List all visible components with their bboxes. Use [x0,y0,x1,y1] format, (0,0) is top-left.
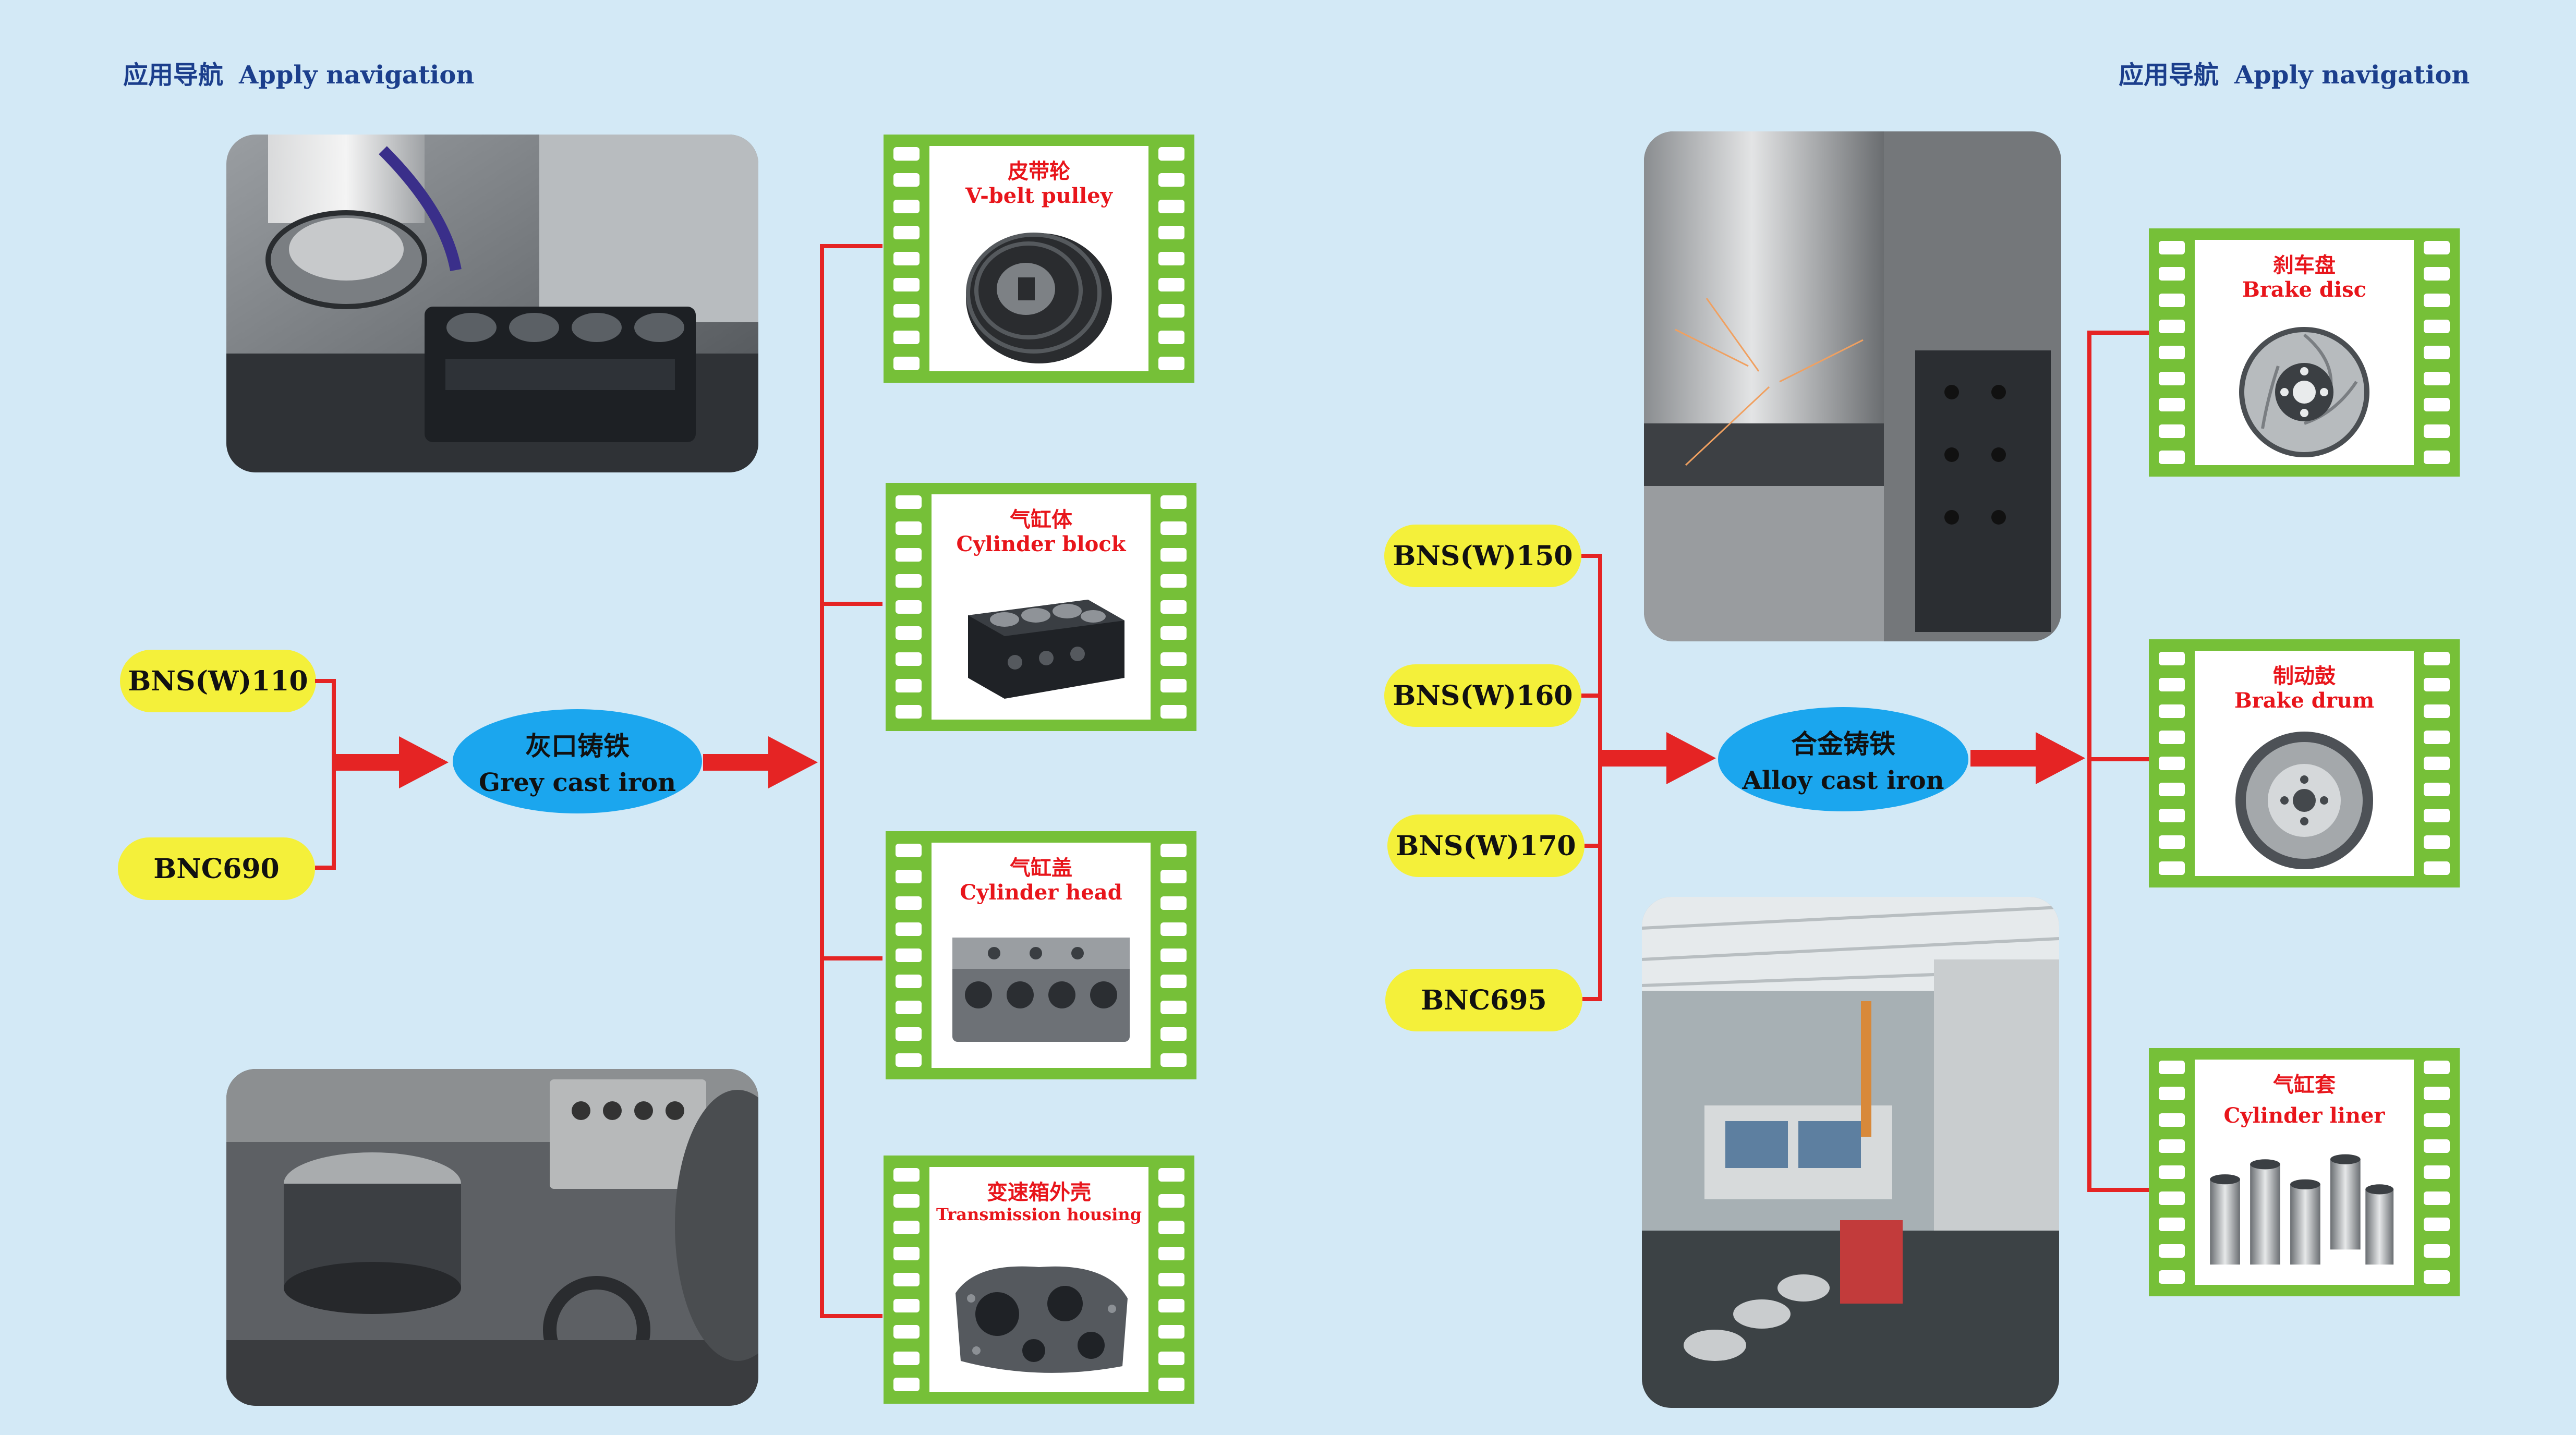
material-en: Alloy cast iron [1742,766,1944,795]
arrow-right-icon [1601,732,1716,784]
nav-title-right: 应用导航 Apply navigation [2119,54,2470,91]
grade-pill-bnsw170: BNS(W)170 [1387,814,1585,877]
material-en: Grey cast iron [478,768,676,797]
nav-title-left-cn: 应用导航 [123,60,224,90]
grade-pill-bnsw160: BNS(W)160 [1384,664,1581,727]
engine-block-icon [968,600,1124,699]
nav-title-left: 应用导航 Apply navigation [123,54,474,91]
branch-line [820,1314,882,1318]
grade-pill-bnsw110: BNS(W)110 [120,650,316,712]
grade-pill-bnc695: BNC695 [1385,969,1582,1031]
connector-line [1581,694,1602,698]
product-cn: 制动鼓 [2273,664,2336,688]
grade-pill-bnc690: BNC690 [118,837,315,900]
connector-line [1585,844,1602,848]
material-ellipse-alloy-cast-iron: 合金铸铁 Alloy cast iron [1718,707,1968,811]
nav-title-right-en: Apply navigation [2234,60,2470,90]
pulley-icon [966,233,1112,363]
branch-line [820,244,882,248]
product-card-transmission-housing: 变速箱外壳 Transmission housing [884,1156,1194,1404]
product-cn: 气缸盖 [1010,856,1072,880]
product-cn: 刹车盘 [2273,253,2336,277]
brake-drum-icon [2235,732,2373,869]
product-cn: 变速箱外壳 [987,1181,1091,1205]
connector-line [1598,554,1602,1001]
product-cn: 皮带轮 [1008,160,1070,184]
sparks-photo-icon [1644,131,2061,641]
branch-line [2087,757,2150,761]
product-en: Cylinder head [960,880,1122,905]
branch-line [820,956,882,960]
product-card-cylinder-block: 气缸体 Cylinder block [886,483,1196,731]
product-en: Brake disc [2242,277,2366,302]
connector-line [1582,997,1602,1001]
nav-title-right-cn: 应用导航 [2119,60,2219,90]
liner-icon [2210,1154,2394,1265]
branch-line [2087,331,2150,335]
milling-machine-photo [226,135,758,472]
factory-photo-icon [1642,897,2059,1408]
product-card-brake-disc: 刹车盘 Brake disc [2149,228,2460,477]
arrow-right-icon [703,736,818,788]
factory-floor-photo [1642,897,2059,1408]
material-cn: 灰口铸铁 [525,731,630,761]
material-cn: 合金铸铁 [1791,729,1895,759]
milling-photo-icon [226,135,758,472]
connector-line [315,679,336,683]
brake-disc-icon [2239,327,2369,457]
product-cn: 气缸体 [1010,508,1072,532]
branch-trunk-line [2087,331,2091,1192]
lathe-photo-icon [226,1069,758,1406]
nav-title-left-en: Apply navigation [239,60,475,90]
product-card-cylinder-head: 气缸盖 Cylinder head [886,831,1196,1079]
connector-line [315,866,336,870]
cylinder-head-icon [952,938,1130,1042]
product-cn: 气缸套 [2273,1073,2336,1097]
grade-pill-bnsw150: BNS(W)150 [1384,525,1581,587]
branch-line [820,602,882,606]
branch-line [2087,1188,2150,1192]
product-en: Cylinder liner [2223,1103,2385,1128]
branch-trunk-line [820,244,824,1318]
product-en: Brake drum [2234,688,2375,713]
lathe-photo [226,1069,758,1406]
arrow-right-icon [1970,732,2085,784]
product-card-cylinder-liner: 气缸套 Cylinder liner [2149,1048,2460,1296]
product-en: Transmission housing [936,1205,1142,1224]
connector-line [332,679,336,870]
gearbox-icon [956,1266,1128,1373]
material-ellipse-grey-cast-iron: 灰口铸铁 Grey cast iron [453,709,702,813]
product-card-v-belt-pulley: 皮带轮 V-belt pulley [884,135,1194,383]
sparks-machining-photo [1644,131,2061,641]
product-card-brake-drum: 制动鼓 Brake drum [2149,639,2460,887]
connector-line [1581,554,1602,558]
product-en: Cylinder block [956,532,1126,556]
arrow-right-icon [334,736,449,788]
product-en: V-belt pulley [965,184,1112,208]
